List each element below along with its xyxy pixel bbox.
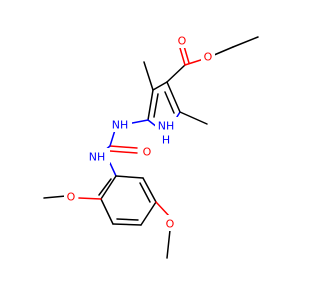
bond-curea-ourea-2 xyxy=(109,150,138,154)
atom-nh-urea-right-label: NH xyxy=(112,119,129,132)
bond-c5-omethoxy-bottom xyxy=(155,201,171,218)
atom-o-carbonyl-ester-label: O xyxy=(178,35,187,48)
bond-c2-methyl xyxy=(179,111,208,125)
bond-carbonyl-double-1 xyxy=(179,47,186,66)
atom-nh-pyrrole: NH H xyxy=(155,117,179,147)
bond-c5-c4 xyxy=(147,89,154,121)
molecule-diagram: O O NH H NH O NH O O xyxy=(43,32,259,259)
bond-c2-omethoxy-top xyxy=(78,197,102,200)
atom-o-methoxy-bottom-label: O xyxy=(166,218,175,231)
bond-nurea-curea xyxy=(109,129,116,147)
atom-o-methoxy-bottom: O xyxy=(163,215,177,231)
bond-carbonyl-double-2 xyxy=(183,45,190,64)
bond-c3-c4-inner xyxy=(116,218,139,221)
bond-c4-methyl xyxy=(143,61,154,91)
bond-c6-c1 xyxy=(115,175,144,179)
atom-nh-urea-right: NH xyxy=(108,116,132,132)
atom-o-carbonyl-ester: O xyxy=(175,32,189,48)
bond-c2-c3 xyxy=(100,198,114,225)
bond-c1-c2 xyxy=(100,175,117,200)
bond-curea-ourea-1 xyxy=(109,145,138,149)
atom-o-methoxy-top: O xyxy=(64,188,78,204)
atom-nh-urea-left: NH xyxy=(86,148,110,164)
atom-o-ether-ester-label: O xyxy=(204,51,213,64)
bond-c5-c6-inner xyxy=(139,182,151,203)
bond-c3-c4 xyxy=(112,223,142,226)
bond-nleft-c1 xyxy=(109,162,117,177)
atom-o-urea-label: O xyxy=(143,146,152,159)
atom-o-methoxy-top-label: O xyxy=(67,191,76,204)
atom-o-ether-ester: O xyxy=(201,48,215,64)
bond-omethoxy-bottom-ch3 xyxy=(166,229,171,259)
bond-c3-c2 xyxy=(166,81,181,113)
bond-ch2-ch3 xyxy=(232,36,259,48)
bond-c5-c6 xyxy=(142,177,157,203)
atom-o-urea: O xyxy=(140,143,154,159)
bond-c3-c2-inner xyxy=(164,91,175,114)
bond-c3-ccarbonyl xyxy=(166,64,186,83)
atom-nh-pyrrole-h-label: H xyxy=(162,134,170,147)
bond-c1-c2-inner xyxy=(98,178,112,196)
atom-nh-pyrrole-label: NH xyxy=(158,120,175,133)
bond-c4-c5 xyxy=(140,201,157,226)
atom-nh-urea-left-label: NH xyxy=(89,151,106,164)
bond-c5-c4-inner xyxy=(153,93,159,118)
bond-omethoxy-top-ch3 xyxy=(43,195,67,199)
bond-c4-c3 xyxy=(152,81,168,91)
